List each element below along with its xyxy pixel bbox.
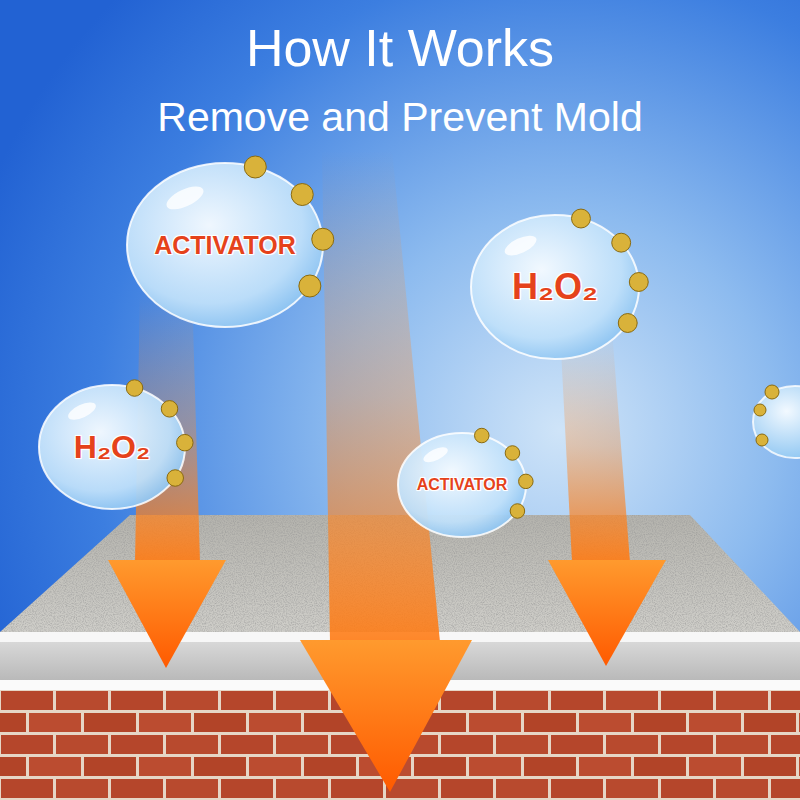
partial-bubble [753, 385, 800, 458]
subtitle: Remove and Prevent Mold [0, 92, 800, 142]
bubble: H₂O₂ [37, 383, 187, 511]
title: How It Works [0, 18, 800, 78]
arrow-head [300, 640, 472, 792]
bubble-label: H₂O₂ [512, 266, 598, 308]
bubble-label: H₂O₂ [74, 429, 150, 466]
arrow-shaft [560, 330, 630, 562]
bubble-label: ACTIVATOR [154, 231, 296, 260]
arrow-head [548, 560, 666, 666]
bubble-label: ACTIVATOR [417, 476, 508, 494]
bubble: ACTIVATOR [125, 161, 325, 329]
bubble: H₂O₂ [469, 213, 641, 361]
bubble: ACTIVATOR [396, 431, 528, 539]
arrow-head [108, 560, 226, 668]
arrow-shaft [322, 150, 440, 642]
